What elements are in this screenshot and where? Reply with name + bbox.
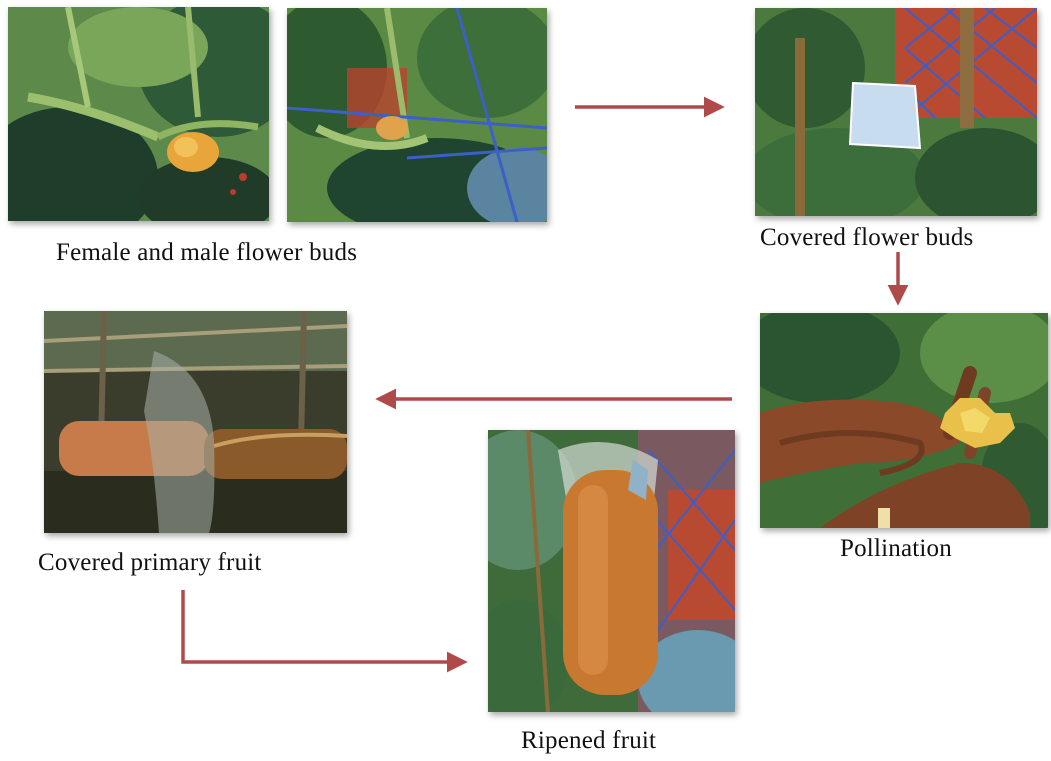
ripened-fruit-photo — [488, 430, 735, 712]
male-flower-bud-photo — [287, 8, 547, 222]
arrow-covered-fruit-to-ripened — [183, 590, 458, 662]
caption-flower-buds: Female and male flower buds — [56, 239, 357, 267]
caption-ripened-fruit: Ripened fruit — [521, 727, 656, 755]
caption-covered-flower-buds: Covered flower buds — [760, 224, 973, 252]
covered-flower-buds-photo — [755, 8, 1037, 216]
pollination-photo — [760, 313, 1048, 528]
caption-covered-primary-fruit: Covered primary fruit — [38, 549, 262, 577]
covered-primary-fruit-photo — [44, 311, 347, 533]
female-flower-bud-photo — [8, 7, 269, 221]
caption-pollination: Pollination — [840, 535, 952, 563]
